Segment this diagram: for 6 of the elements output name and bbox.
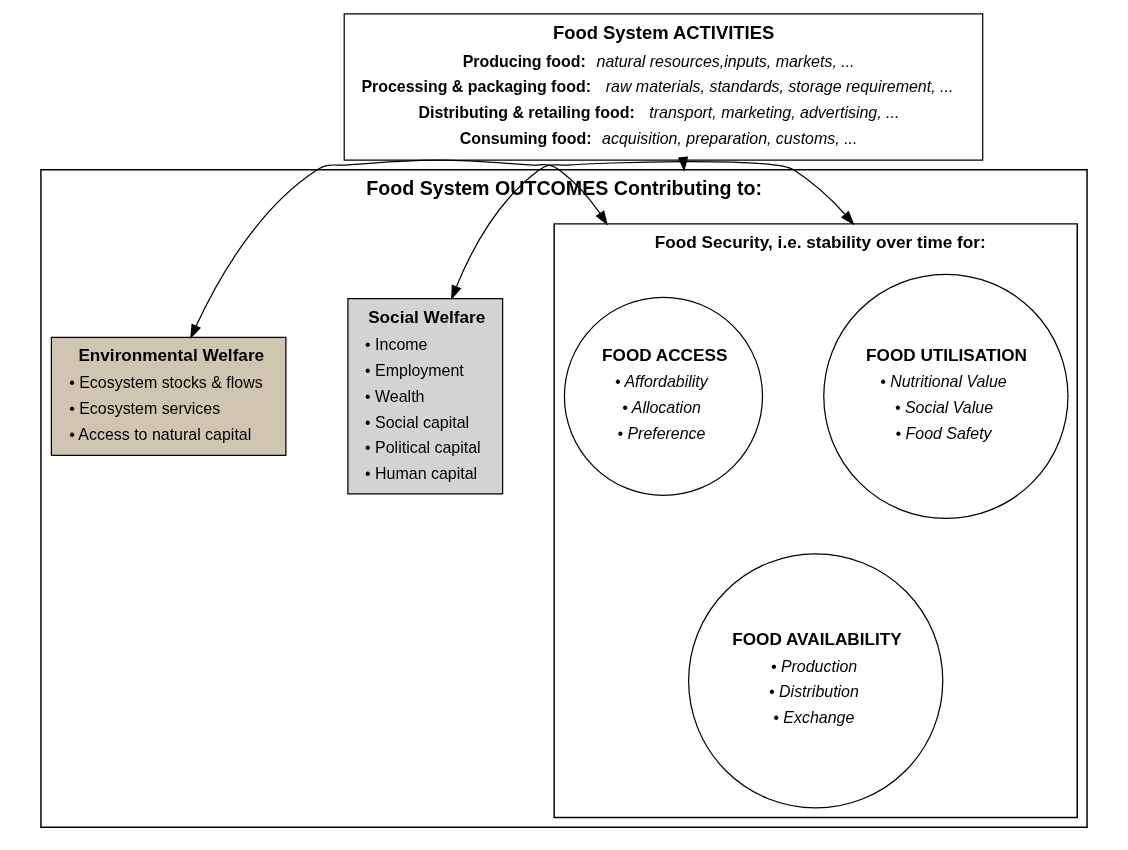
node-box: Social Welfare • Income • Employment • Wealth • Social capital • Political capital • Human capital — [347, 297, 504, 495]
node-box: Environmental Welfare • Ecosystem stocks & flows • Ecosystem services • Access to natural capital — [50, 336, 287, 456]
node-circle: FOOD UTILISATION • Nutritional Value • Social Value • Food Safety — [823, 273, 1069, 519]
arrow — [190, 159, 608, 339]
node-circle: FOOD ACCESS • Affordability • Allocation • Preference — [563, 296, 764, 496]
node-circle: FOOD AVAILABILITY • Production • Distribution • Exchange — [688, 552, 944, 809]
